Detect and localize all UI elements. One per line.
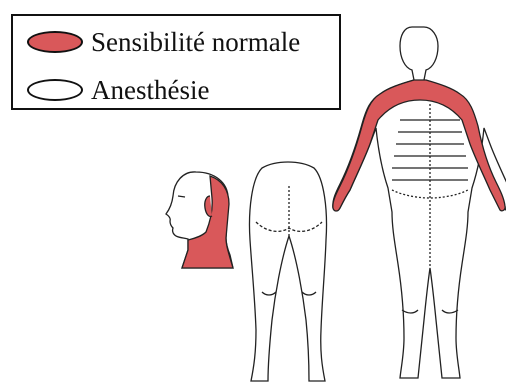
body-front-view <box>333 27 506 378</box>
head-profile <box>166 172 233 268</box>
legs-back-view <box>250 162 327 381</box>
legs-back-outline <box>250 162 327 381</box>
